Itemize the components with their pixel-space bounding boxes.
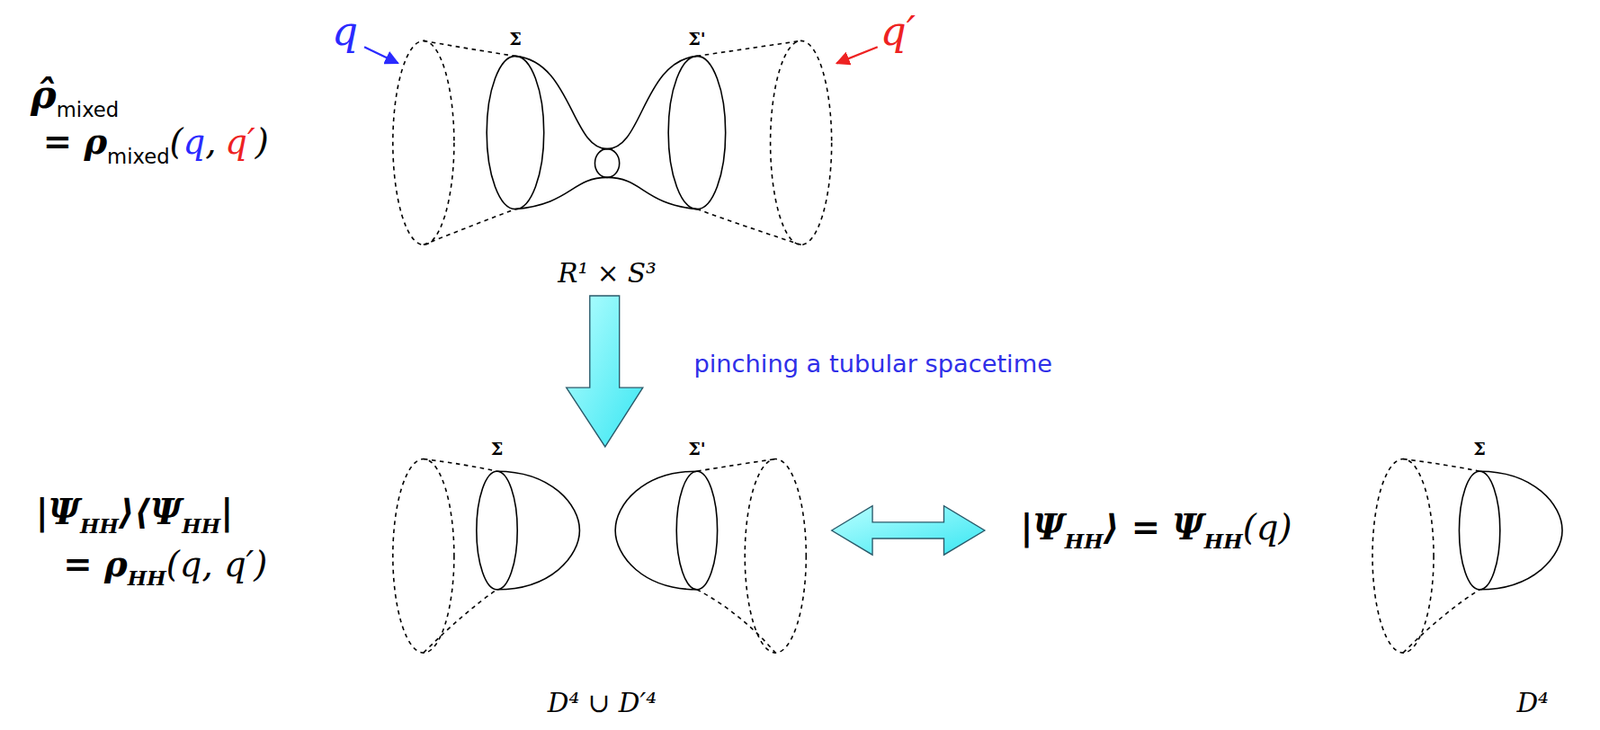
topology-label: D⁴ ∪ D′⁴ xyxy=(547,688,657,720)
disk-cap xyxy=(615,471,698,590)
bra: | xyxy=(220,491,233,534)
sigma-slice xyxy=(486,55,545,209)
boundary-dashed xyxy=(744,459,806,654)
topology-label: R¹ × S³ xyxy=(557,257,657,289)
sigma-slice xyxy=(676,471,717,590)
sigma-slice xyxy=(476,471,518,590)
argument: q xyxy=(183,121,206,163)
flare-dashed xyxy=(697,459,776,654)
surface-label: Σ xyxy=(1473,438,1486,460)
density-matrix: = ρ xyxy=(43,121,108,163)
neck xyxy=(594,149,619,179)
down-arrow xyxy=(566,295,644,447)
subscript: mixed xyxy=(56,98,120,123)
sigma-slice xyxy=(668,55,726,209)
wavefunction: ⟩ = Ψ xyxy=(1103,507,1205,549)
pointer-arrow xyxy=(836,46,877,63)
ket-bra: ⟩⟨Ψ xyxy=(118,491,182,534)
bracket: ( xyxy=(169,121,184,163)
tube-outline xyxy=(515,55,698,149)
formula-rho-hat: ρ̂mixed xyxy=(30,71,119,123)
flare-dashed xyxy=(423,40,516,245)
subscript: mixed xyxy=(107,143,170,169)
surface-label: Σ' xyxy=(688,28,707,50)
flare-dashed xyxy=(1403,459,1480,654)
formula-rho-hh: = ρHH(q, q′) xyxy=(62,544,268,591)
ket: |Ψ xyxy=(35,491,81,534)
subscript: HH xyxy=(181,514,221,539)
bracket: ) xyxy=(255,121,269,163)
disk-cap xyxy=(1479,471,1563,590)
boundary-dashed xyxy=(770,40,832,245)
surface-label: Σ' xyxy=(688,438,707,460)
density-operator: ρ̂ xyxy=(30,71,57,118)
double-arrow xyxy=(831,506,985,555)
sigma-slice xyxy=(1458,471,1500,590)
formula-projector: |ΨHH⟩⟨ΨHH| xyxy=(35,491,234,539)
pointer-arrow xyxy=(364,46,398,63)
boundary-label: q xyxy=(331,6,358,55)
boundary-label: q′ xyxy=(880,6,916,55)
topology-label: D⁴ xyxy=(1516,688,1548,720)
process-note: pinching a tubular spacetime xyxy=(694,349,1053,380)
disk-cap xyxy=(497,471,581,590)
density-matrix: = ρ xyxy=(62,544,127,586)
subscript: HH xyxy=(1064,529,1104,555)
separator: , xyxy=(205,121,216,163)
formula-rho-mixed: = ρmixed(q,q′) xyxy=(43,121,269,169)
surface-label: Σ xyxy=(491,438,504,460)
subscript: HH xyxy=(1204,529,1243,555)
subscript: HH xyxy=(127,566,167,591)
tube-outline xyxy=(515,177,698,209)
boundary-dashed xyxy=(393,459,455,654)
ket: |Ψ xyxy=(1020,507,1065,549)
subscript: HH xyxy=(80,514,119,539)
argument: (q, q′) xyxy=(166,544,269,586)
flare-dashed xyxy=(423,459,498,654)
boundary-dashed xyxy=(393,40,455,245)
argument: (q) xyxy=(1242,507,1293,549)
formula-wavefunction: |ΨHH⟩ = ΨHH(q) xyxy=(1020,507,1293,555)
surface-label: Σ xyxy=(509,28,522,50)
boundary-dashed xyxy=(1372,459,1434,654)
flare-dashed xyxy=(697,40,802,245)
argument: q′ xyxy=(224,121,255,163)
